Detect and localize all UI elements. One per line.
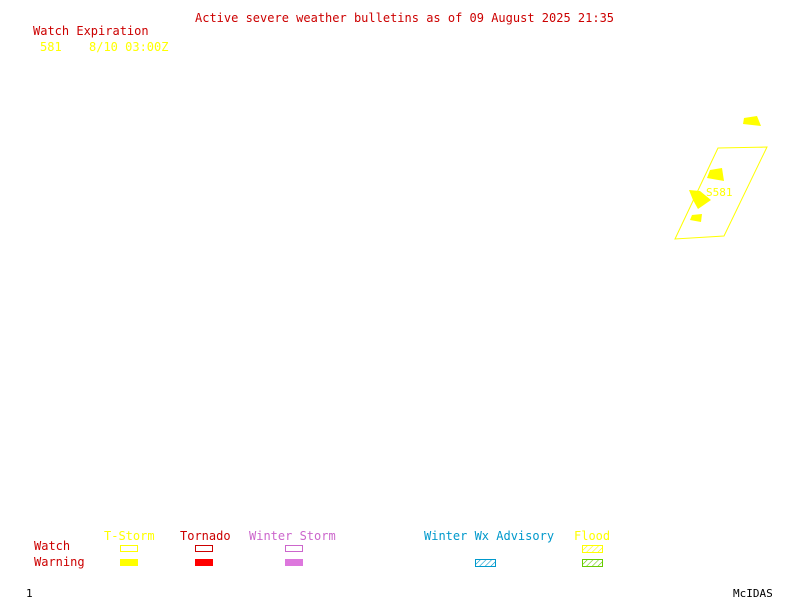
frame-number: 1	[26, 587, 33, 600]
legend-tstorm-label: T-Storm	[104, 529, 155, 543]
legend-winter-storm-watch-swatch	[285, 545, 303, 552]
watch-expiration: 8/10 03:00Z	[89, 40, 169, 54]
watch-box-label: S581	[706, 186, 733, 199]
warning-polygon	[689, 190, 711, 209]
legend-flood-warning-swatch	[582, 559, 603, 567]
legend-tornado-warning-swatch	[195, 559, 213, 566]
legend-tornado-label: Tornado	[180, 529, 231, 543]
warning-polygon	[690, 214, 702, 222]
legend-tornado-watch-swatch	[195, 545, 213, 552]
brand-label: McIDAS	[733, 587, 773, 600]
legend-tstorm-watch-swatch	[120, 545, 138, 552]
warning-polygon	[743, 116, 761, 126]
legend-tstorm-warning-swatch	[120, 559, 138, 566]
legend-flood-label: Flood	[574, 529, 611, 543]
legend-flood-watch-swatch	[582, 545, 603, 553]
legend-winter-storm-warning-swatch	[285, 559, 303, 566]
legend-winter-wx-advisory-warning-swatch	[475, 559, 496, 567]
legend-warning-row-label: Warning	[34, 555, 85, 569]
legend-winter-wx-advisory-label: Winter Wx Advisory	[424, 529, 555, 543]
watch-box-outline	[674, 146, 768, 240]
page-title: Active severe weather bulletins as of 09…	[195, 11, 615, 25]
watch-table-heading: Watch Expiration	[33, 24, 149, 38]
legend-winter-storm-label: Winter Storm	[249, 529, 336, 543]
legend-watch-row-label: Watch	[34, 539, 71, 553]
watch-id: 581	[40, 40, 62, 54]
warning-polygon	[707, 168, 724, 181]
